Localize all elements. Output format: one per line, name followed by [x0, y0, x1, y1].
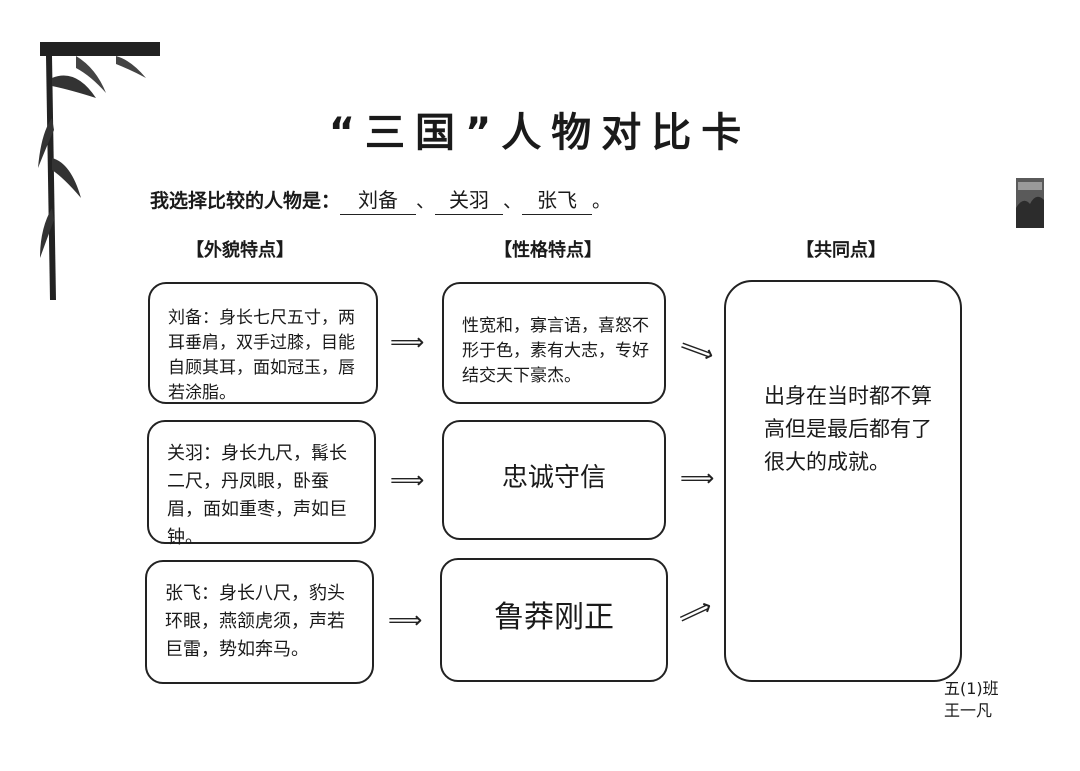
chosen-name-1: 刘备	[340, 184, 417, 215]
separator-2: 、	[503, 190, 523, 212]
character-chooser: 我选择比较的人物是：刘备、关羽、张飞。	[150, 184, 611, 215]
personality-text-3: 鲁莽刚正	[494, 600, 614, 635]
header-personality: 【性格特点】	[494, 240, 602, 261]
header-common: 【共同点】	[796, 240, 886, 261]
chosen-name-3: 张飞	[522, 184, 593, 215]
header-appearance: 【外貌特点】	[186, 240, 294, 261]
chooser-prompt: 我选择比较的人物是：	[150, 190, 341, 212]
arrow-icon: ⟹	[680, 464, 715, 492]
separator-1: 、	[416, 190, 436, 212]
signature: 五(1)班 王一凡	[944, 678, 999, 722]
personality-box-3: 鲁莽刚正	[440, 558, 668, 682]
common-box: 出身在当时都不算高但是最后都有了很大的成就。	[724, 280, 962, 682]
personality-text-1: 性宽和，寡言语，喜怒不形于色，素有大志，专好结交天下豪杰。	[462, 316, 649, 386]
arrow-icon: ⟹	[388, 606, 423, 634]
personality-text-2: 忠诚守信	[501, 463, 606, 493]
chosen-name-2: 关羽	[435, 184, 504, 215]
landscape-sticker	[1016, 178, 1044, 228]
arrow-icon: ⟹	[390, 466, 425, 494]
appearance-box-3: 张飞：身长八尺，豹头环眼，燕颔虎须，声若巨雷，势如奔马。	[145, 560, 374, 684]
appearance-text-1: 刘备：身长七尺五寸，两耳垂肩，双手过膝，目能自顾其耳，面如冠玉，唇若涂脂。	[168, 308, 355, 403]
appearance-text-2: 关羽：身长九尺，髯长二尺，丹凤眼，卧蚕眉，面如重枣，声如巨钟。	[167, 443, 347, 548]
common-text: 出身在当时都不算高但是最后都有了很大的成就。	[764, 384, 932, 474]
personality-box-2: 忠诚守信	[442, 420, 666, 540]
bamboo-decoration	[38, 42, 160, 300]
arrow-icon: ⟹	[390, 328, 425, 356]
chooser-end: 。	[592, 190, 612, 212]
signature-class: 五(1)班	[944, 679, 999, 698]
appearance-box-2: 关羽：身长九尺，髯长二尺，丹凤眼，卧蚕眉，面如重枣，声如巨钟。	[147, 420, 376, 548]
appearance-box-1: 刘备：身长七尺五寸，两耳垂肩，双手过膝，目能自顾其耳，面如冠玉，唇若涂脂。	[148, 282, 378, 404]
arrow-icon: ⟹	[673, 592, 717, 632]
arrow-icon: ⟹	[676, 330, 719, 370]
page-title: “三国”人物对比卡	[328, 110, 752, 156]
signature-name: 王一凡	[944, 701, 993, 720]
appearance-text-3: 张飞：身长八尺，豹头环眼，燕颔虎须，声若巨雷，势如奔马。	[165, 583, 345, 660]
personality-box-1: 性宽和，寡言语，喜怒不形于色，素有大志，专好结交天下豪杰。	[442, 282, 666, 404]
